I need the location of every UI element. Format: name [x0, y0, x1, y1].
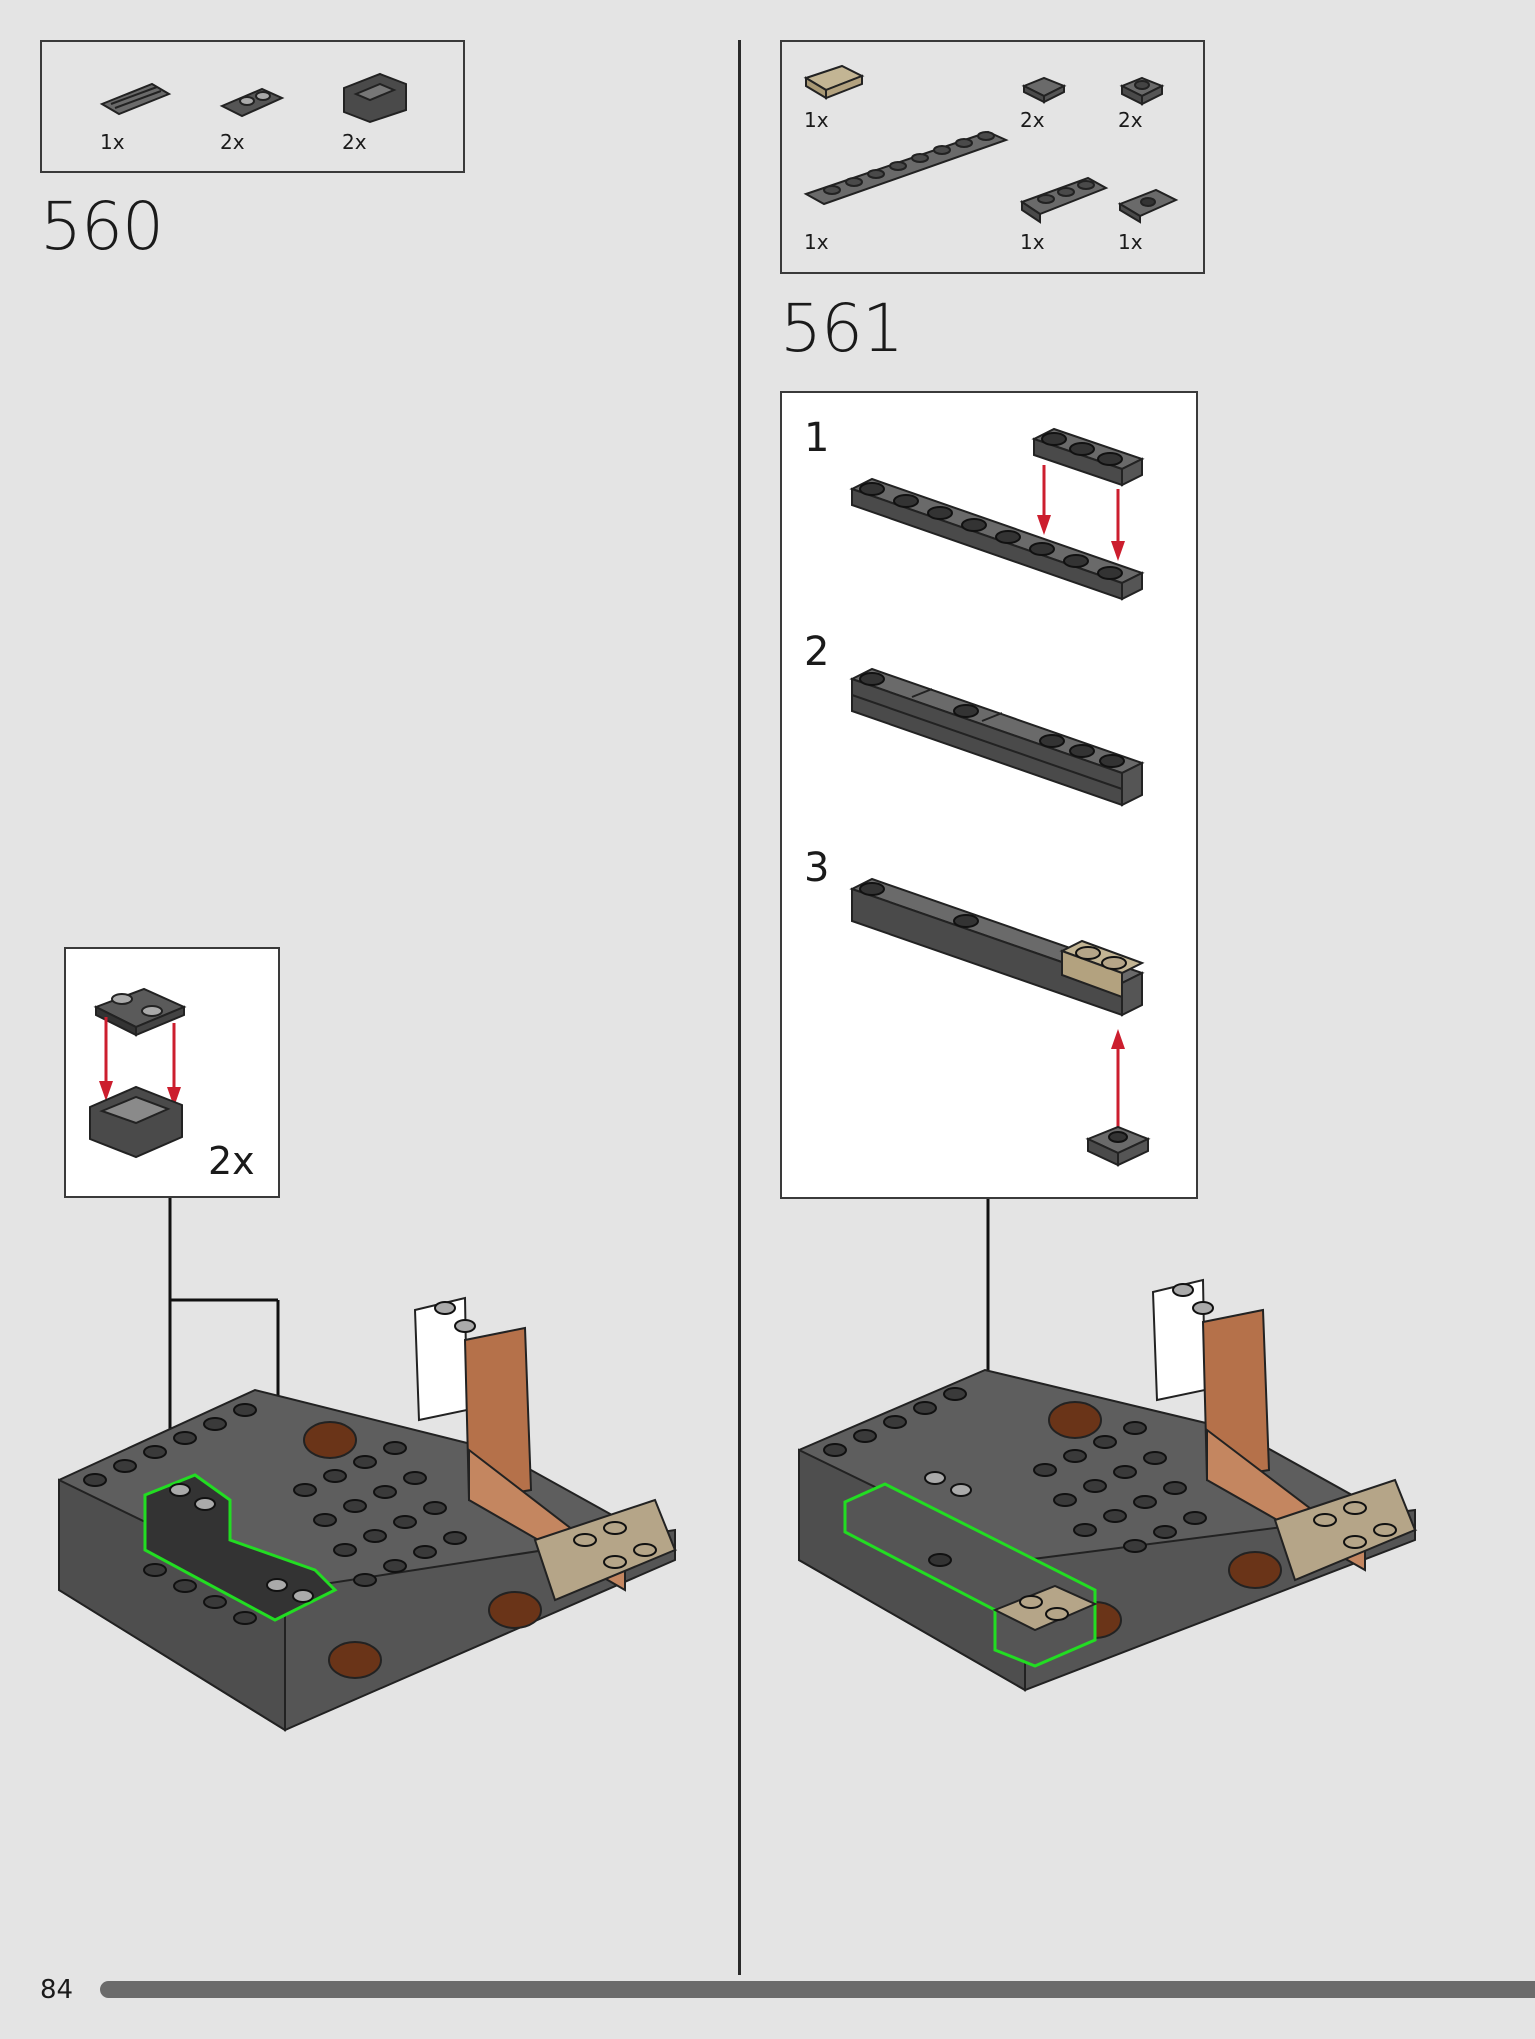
progress-bar [100, 1981, 1535, 1998]
clip-bracket-assembly-icon [89, 987, 187, 1159]
step-number-561: 561 [780, 290, 904, 367]
gray-tile-1x1-icon [1021, 76, 1067, 104]
callout-multiplier: 2x [208, 1139, 255, 1183]
part-qty: 1x [1020, 230, 1045, 254]
clip-plate-icon [219, 87, 285, 118]
sub-assembly-callout: 2x [64, 947, 280, 1198]
sub-step-2-diagram [849, 667, 1145, 807]
model-560 [58, 1296, 678, 1732]
part-qty: 1x [804, 230, 829, 254]
sub-steps-panel: 1 2 3 [780, 391, 1198, 1199]
sub-step-number: 2 [804, 629, 830, 675]
part-qty: 2x [342, 130, 367, 154]
sub-step-1-diagram [849, 427, 1145, 601]
bracket-icon [343, 72, 407, 124]
gray-plate-1x1-icon [1119, 76, 1165, 106]
gray-plate-1x3-icon [1019, 176, 1109, 224]
part-qty: 1x [1118, 230, 1143, 254]
part-qty: 1x [804, 108, 829, 132]
part-qty: 2x [1118, 108, 1143, 132]
sub-step-3-diagram [849, 877, 1151, 1167]
part-qty: 1x [100, 130, 125, 154]
step-number-560: 560 [40, 188, 164, 265]
tan-plate-1x2-icon [803, 64, 865, 100]
jumper-plate-icon [1117, 188, 1179, 224]
part-qty: 2x [220, 130, 245, 154]
parts-list-561: 1x 2x 2x 1x 1x 1x [780, 40, 1205, 274]
sub-step-number: 3 [804, 845, 830, 891]
parts-list-560: 1x 2x 2x [40, 40, 465, 173]
part-qty: 2x [1020, 108, 1045, 132]
page-number: 84 [40, 1975, 74, 2005]
model-561 [798, 1278, 1418, 1692]
grille-tile-icon [99, 82, 172, 116]
gray-plate-1x8-icon [803, 130, 1009, 206]
sub-step-number: 1 [804, 415, 830, 461]
column-divider [738, 40, 741, 1975]
